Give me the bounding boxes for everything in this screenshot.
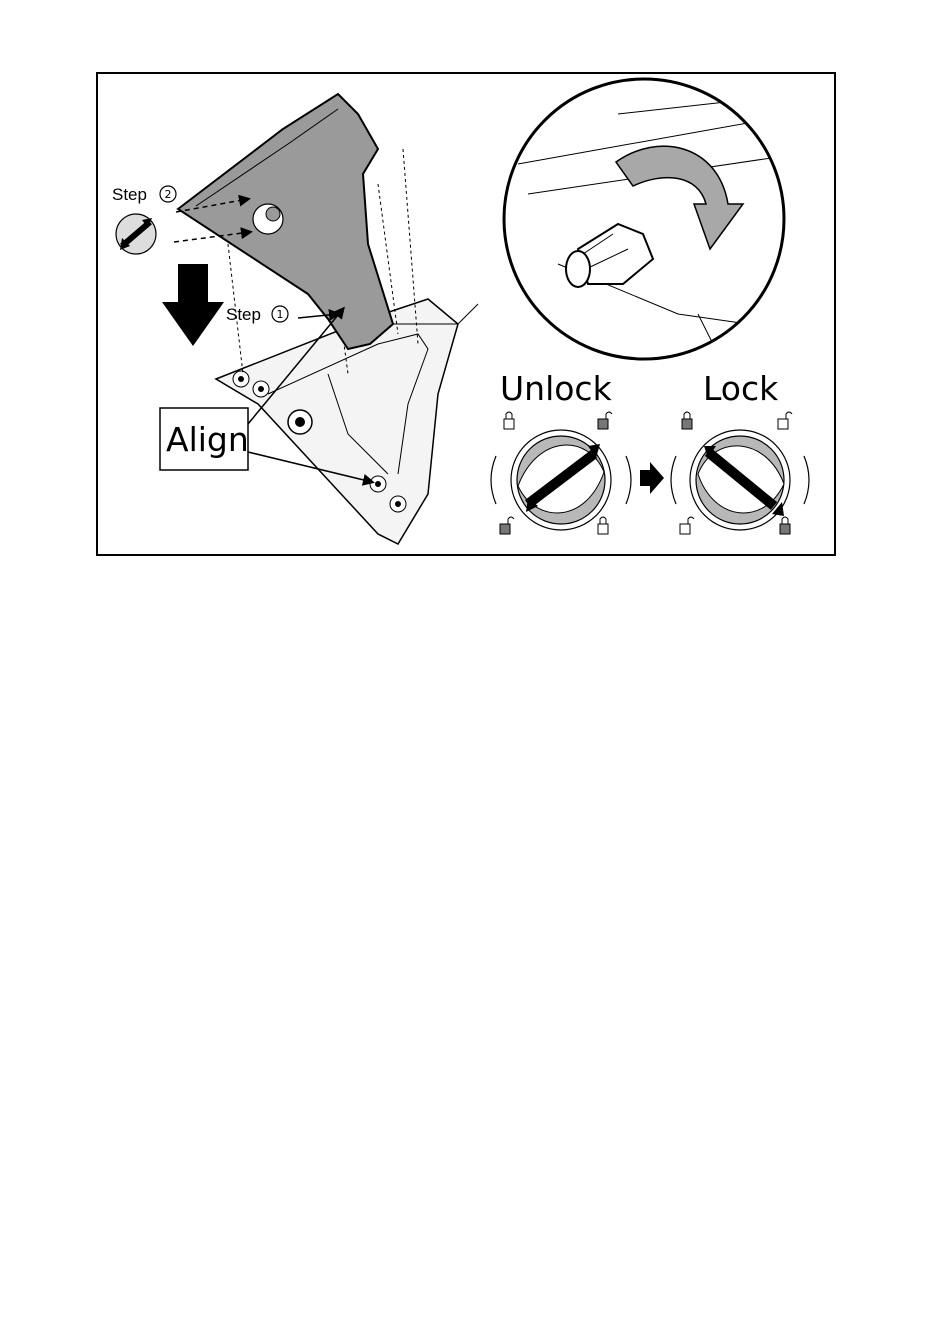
align-label: Align [166,420,249,459]
installation-illustration: Step 2 Step 1 Align [98,74,834,554]
step1-label: Step [226,305,261,324]
step2-number-badge: 2 [160,186,176,202]
down-arrow-icon [162,264,224,346]
step2-dial [116,214,156,254]
padlock-open-icon [598,412,612,429]
figure-frame: Step 2 Step 1 Align [96,72,836,556]
step1-number: 1 [277,308,284,321]
right-arrow-icon [640,462,664,494]
step2-number: 2 [165,188,172,201]
padlock-open-icon [680,517,694,534]
unlock-label: Unlock [500,369,613,408]
lock-dial [671,412,809,534]
padlock-closed-icon [598,517,608,534]
padlock-closed-icon [504,412,514,429]
mounting-screw [370,476,386,492]
unlock-dial [491,412,631,534]
mounting-screw [390,496,406,512]
mounting-screw [233,371,249,387]
lock-label: Lock [703,369,779,408]
padlock-closed-icon [682,412,692,429]
step2-label: Step [112,185,147,204]
knob [288,410,312,434]
padlock-open-icon [778,412,792,429]
padlock-open-icon [500,517,514,534]
mounting-screw [253,381,269,397]
padlock-closed-icon [780,517,790,534]
step1-number-badge: 1 [272,306,288,322]
magnified-detail [504,79,818,394]
